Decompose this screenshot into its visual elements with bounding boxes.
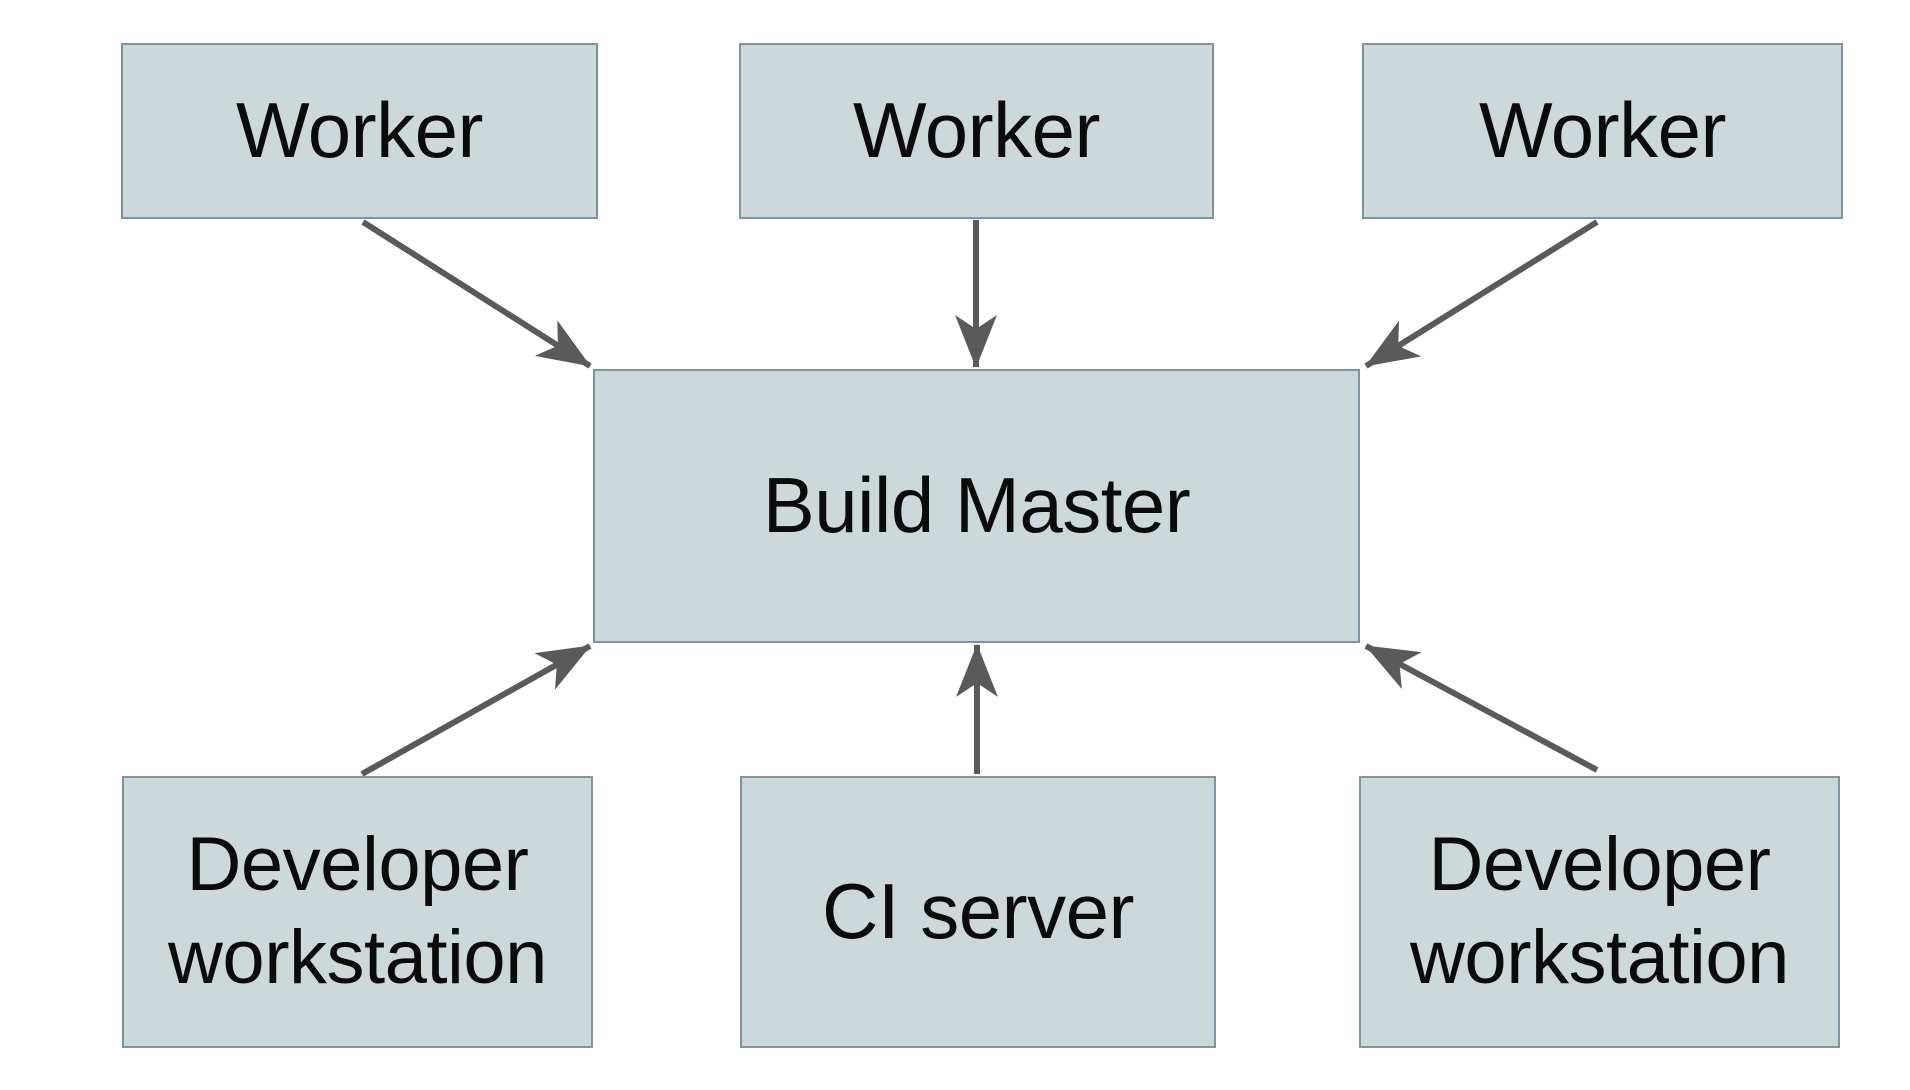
node-label-build-master: Build Master [762,461,1191,550]
node-developer-workstation-left: Developer workstation [122,776,593,1048]
arrow-developer-workstation-left-to-build-master [360,643,592,777]
arrow-developer-workstation-right-to-build-master [1364,643,1599,773]
arrow-worker-3-to-build-master [1364,219,1599,369]
node-label-developer-workstation-right: Developer workstation [1410,822,1789,1000]
node-label-developer-workstation-left: Developer workstation [168,822,547,1000]
node-ci-server: CI server [740,776,1216,1048]
arrow-worker-1-to-build-master [361,219,592,369]
node-developer-workstation-right: Developer workstation [1359,776,1840,1048]
node-worker-2: Worker [739,43,1214,219]
node-label-ci-server: CI server [822,867,1134,956]
node-worker-1: Worker [121,43,598,219]
node-worker-3: Worker [1362,43,1843,219]
node-label-worker-2: Worker [853,86,1100,175]
node-build-master: Build Master [593,369,1360,643]
node-label-worker-1: Worker [236,86,483,175]
node-label-worker-3: Worker [1479,86,1726,175]
